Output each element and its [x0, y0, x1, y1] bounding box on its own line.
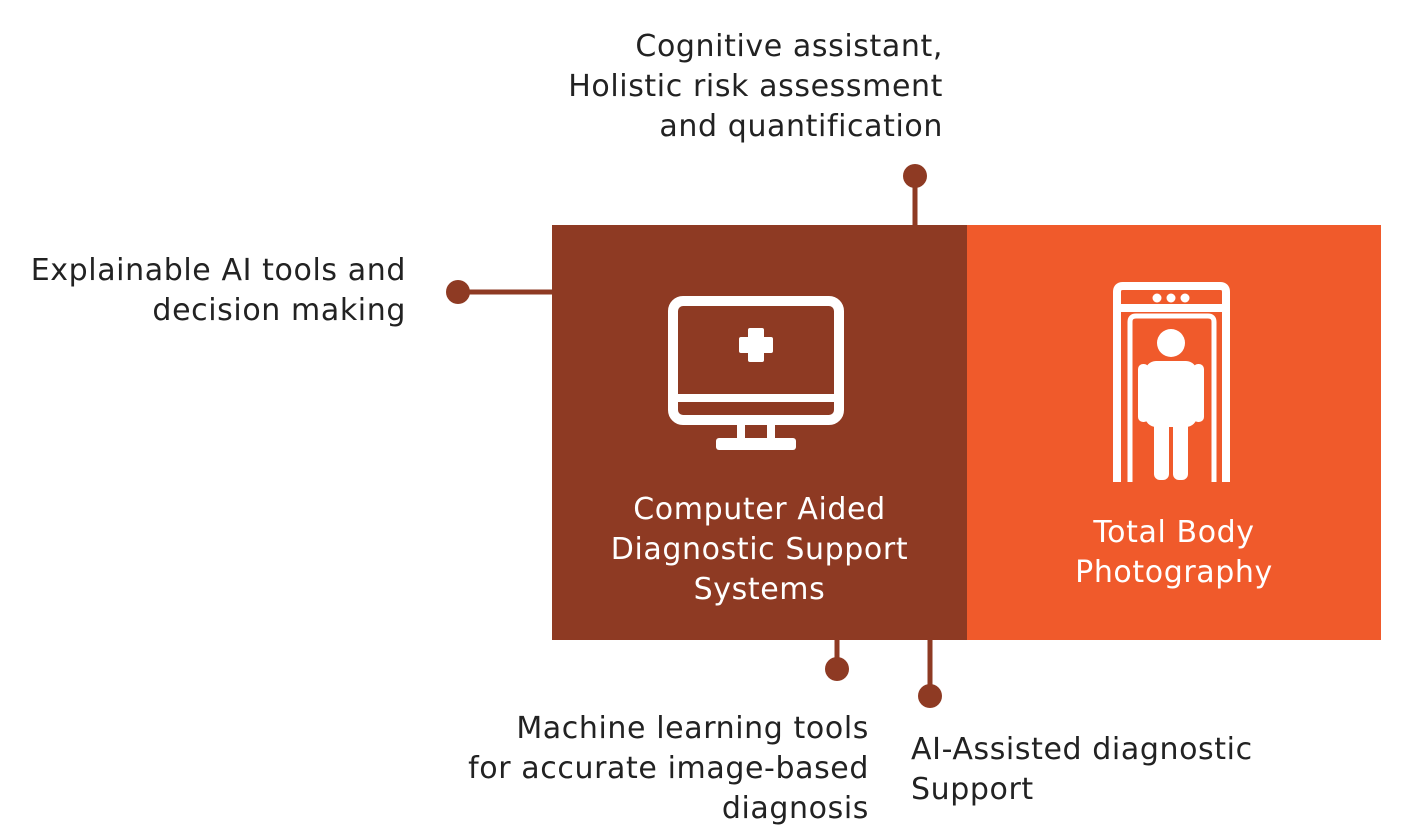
callout-machine-learning: Machine learning tools for accurate imag…	[468, 709, 869, 829]
callout-explainable: Explainable AI tools and decision making	[31, 251, 406, 331]
body-scanner-icon	[1113, 282, 1230, 482]
connector-cognitive	[903, 164, 927, 226]
tbp-title-line: Total Body	[1093, 515, 1255, 550]
callout-ai-assisted: AI-Assisted diagnostic Support	[911, 730, 1253, 810]
connector-explainable	[446, 280, 553, 304]
callout-cognitive: Cognitive assistant, Holistic risk asses…	[568, 27, 943, 147]
tbp-title-line: Photography	[1075, 555, 1273, 590]
callout-line: Machine learning tools	[516, 711, 869, 746]
cad-title-line: Systems	[693, 572, 826, 607]
callout-line: AI-Assisted diagnostic	[911, 732, 1253, 767]
monitor-medical-icon	[668, 296, 844, 450]
callout-line: Holistic risk assessment	[568, 69, 943, 104]
callout-line: for accurate image-based	[468, 751, 869, 786]
connector-ai-assisted	[918, 638, 942, 708]
tbp-panel-title: Total Body Photography	[967, 513, 1381, 593]
connector-machine-learning	[825, 638, 849, 681]
cad-panel-title: Computer Aided Diagnostic Support System…	[552, 490, 967, 610]
cad-panel	[552, 225, 967, 640]
cad-title-line: Diagnostic Support	[610, 532, 909, 567]
callout-line: Cognitive assistant,	[635, 29, 943, 64]
callout-line: Support	[911, 772, 1034, 807]
callout-line: Explainable AI tools and	[30, 253, 406, 288]
callout-line: decision making	[152, 293, 406, 328]
cad-title-line: Computer Aided	[633, 492, 886, 527]
callout-line: diagnosis	[721, 791, 869, 826]
callout-line: and quantification	[659, 109, 943, 144]
